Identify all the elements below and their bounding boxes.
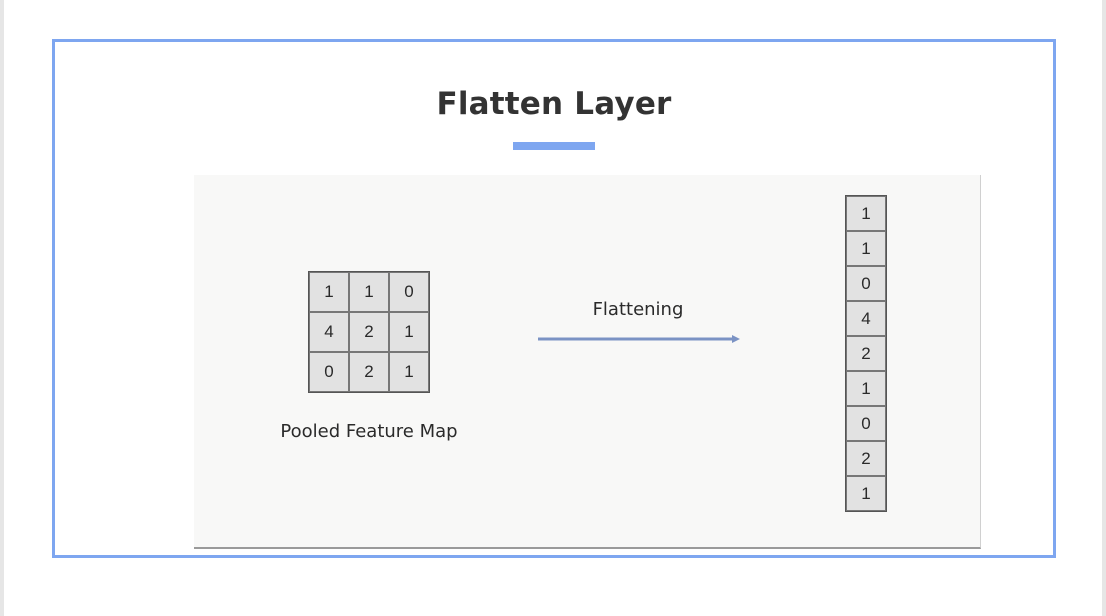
vector-cell: 1 <box>846 231 886 266</box>
vector-cell: 1 <box>846 371 886 406</box>
page-left-edge <box>0 0 4 616</box>
flattened-vector-column: 1 1 0 4 2 1 0 2 1 <box>845 195 887 512</box>
vector-cell: 1 <box>846 196 886 231</box>
grid-cell: 1 <box>389 352 429 392</box>
grid-cell: 1 <box>309 272 349 312</box>
grid-cell: 1 <box>349 272 389 312</box>
grid-cell: 4 <box>309 312 349 352</box>
vector-cell: 1 <box>846 476 886 511</box>
grid-cell: 2 <box>349 352 389 392</box>
grid-cell: 0 <box>309 352 349 392</box>
flattening-label: Flattening <box>592 299 684 320</box>
vector-cell: 4 <box>846 301 886 336</box>
page-title: Flatten Layer <box>436 86 672 122</box>
pooled-feature-map-label: Pooled Feature Map <box>280 421 458 442</box>
page-right-edge <box>1102 0 1106 616</box>
pooled-feature-map-grid: 1 1 0 4 2 1 0 2 1 <box>308 271 430 393</box>
vector-cell: 0 <box>846 406 886 441</box>
arrow-right-icon <box>538 335 740 343</box>
vector-cell: 0 <box>846 266 886 301</box>
title-underline <box>513 142 595 150</box>
flatten-diagram: 1 1 0 4 2 1 0 2 1 Pooled Feature Map Fla… <box>194 175 981 549</box>
vector-cell: 2 <box>846 441 886 476</box>
vector-cell: 2 <box>846 336 886 371</box>
grid-cell: 2 <box>349 312 389 352</box>
grid-cell: 0 <box>389 272 429 312</box>
grid-cell: 1 <box>389 312 429 352</box>
content-card: Flatten Layer 1 1 0 4 2 1 0 2 1 Pooled F… <box>52 39 1056 558</box>
